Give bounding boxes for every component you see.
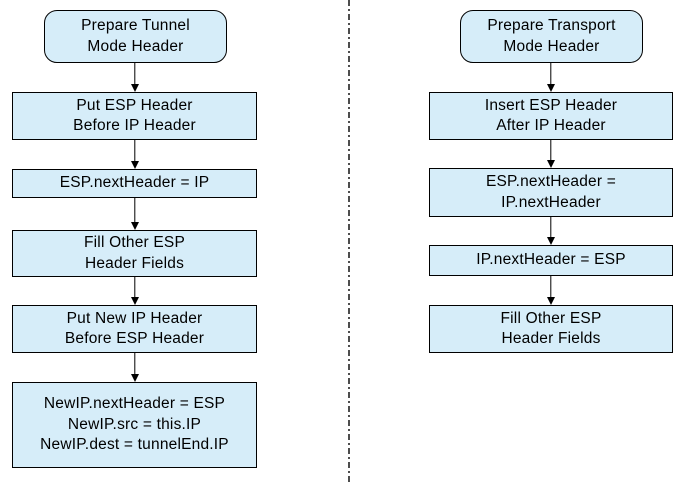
down-arrow-icon [130,198,140,230]
arrow-stem [550,140,552,162]
arrow-head [131,297,139,305]
arrow-stem [134,277,136,299]
node-fill-other-esp-header-fields-right: Fill Other ESP Header Fields [429,305,673,353]
arrow-stem [134,62,136,86]
node-esp-nextheader-equals-ip: ESP.nextHeader = IP [12,169,257,198]
node-newip-assignments: NewIP.nextHeader = ESP NewIP.src = this.… [12,382,257,468]
arrow-head [547,160,555,168]
down-arrow-icon [546,62,556,92]
arrow-stem [134,198,136,224]
node-ip-nextheader-equals-esp: IP.nextHeader = ESP [429,245,673,276]
arrow-stem [134,353,136,376]
node-fill-other-esp-header-fields-left: Fill Other ESP Header Fields [12,230,257,277]
arrow-head [131,84,139,92]
node-esp-nextheader-equals-ip-nextheader: ESP.nextHeader = IP.nextHeader [429,168,673,217]
arrow-head [131,222,139,230]
down-arrow-icon [130,353,140,382]
down-arrow-icon [130,140,140,169]
node-put-esp-header-before-ip-header: Put ESP Header Before IP Header [12,92,257,140]
arrow-head [131,161,139,169]
arrow-head [131,374,139,382]
down-arrow-icon [546,140,556,168]
down-arrow-icon [130,62,140,92]
arrow-stem [550,62,552,86]
arrow-head [547,297,555,305]
column-separator-dashed-line [348,0,350,482]
down-arrow-icon [546,276,556,305]
arrow-head [547,84,555,92]
arrow-stem [550,217,552,239]
node-insert-esp-header-after-ip-header: Insert ESP Header After IP Header [429,92,673,140]
arrow-stem [550,276,552,299]
node-prepare-tunnel-mode-header: Prepare Tunnel Mode Header [44,10,227,63]
down-arrow-icon [130,277,140,305]
arrow-head [547,237,555,245]
down-arrow-icon [546,217,556,245]
node-prepare-transport-mode-header: Prepare Transport Mode Header [460,10,643,63]
arrow-stem [134,140,136,163]
node-put-new-ip-header-before-esp-header: Put New IP Header Before ESP Header [12,305,257,353]
